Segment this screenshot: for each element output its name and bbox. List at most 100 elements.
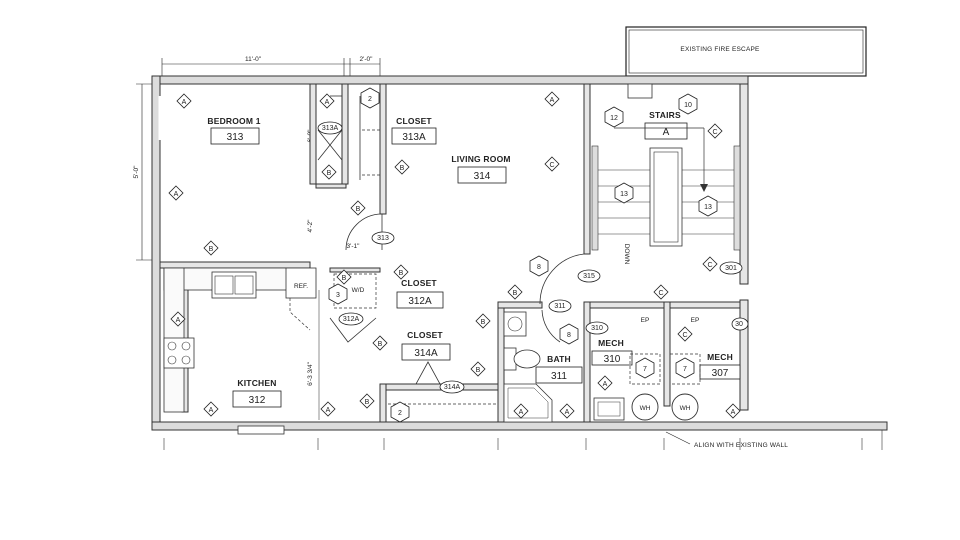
tag-c-1: C (544, 156, 560, 172)
tag-c-5: C (677, 326, 693, 342)
room-label-bedroom: BEDROOM 1 (207, 116, 260, 126)
ep-label-2: EP (691, 317, 700, 324)
svg-text:B: B (481, 319, 486, 326)
exterior-walls (151, 75, 888, 450)
room-number-bath: 311 (551, 371, 567, 382)
door-tag-30: 30 (735, 321, 743, 328)
align-note: ALIGN WITH EXISTING WALL (665, 431, 788, 449)
svg-text:B: B (513, 290, 518, 297)
door-tag-315: 315 (583, 273, 595, 280)
svg-text:A: A (565, 409, 570, 416)
tag-c-3: C (702, 256, 718, 272)
svg-text:B: B (327, 170, 332, 177)
door-tag-314a: 314A (444, 384, 461, 391)
tag-a-4: A (544, 91, 560, 107)
room-number-closet-312a: 312A (408, 296, 432, 307)
svg-text:C: C (549, 162, 554, 169)
tag-a-10: A (725, 403, 741, 419)
dimension-lines: 11'-0" 2'-0" 5'-0" 6'-0" 4'-2" 3'-1" 6'-… (133, 56, 381, 420)
closet-313a: CLOSET 313A (317, 95, 437, 180)
tag-b-8: B (507, 284, 523, 300)
tag-b-2: B (394, 159, 410, 175)
dim-5-0: 5'-0" (133, 165, 140, 179)
align-wall-note: ALIGN WITH EXISTING WALL (694, 442, 788, 449)
svg-text:C: C (707, 262, 712, 269)
hex-tag-12: 12 (610, 115, 618, 122)
svg-text:A: A (325, 99, 330, 106)
closet-314a: CLOSET 314A (388, 330, 496, 405)
washer-dryer-label: W/D (352, 287, 365, 294)
tag-c-4: C (653, 284, 669, 300)
dim-11-0: 11'-0" (245, 56, 262, 63)
stairs-a: STAIRS A DOWN (539, 110, 741, 305)
room-label-living: LIVING ROOM (451, 154, 510, 164)
hex-tag-7-a: 7 (643, 366, 647, 373)
tag-b-3: B (350, 200, 366, 216)
svg-text:A: A (209, 407, 214, 414)
svg-text:A: A (519, 409, 524, 416)
svg-text:A: A (176, 317, 181, 324)
room-label-closet-313a: CLOSET (396, 116, 432, 126)
tag-b-7: B (372, 335, 388, 351)
room-number-mech-310: 310 (604, 354, 621, 365)
svg-text:B: B (399, 270, 404, 277)
room-number-closet-314a: 314A (414, 348, 438, 359)
tag-b-6: B (336, 269, 352, 285)
svg-text:B: B (342, 275, 347, 282)
tag-a-5: A (170, 311, 186, 327)
stairs-down-label: DOWN (623, 244, 630, 265)
room-label-bath: BATH (547, 354, 571, 364)
living-room-314: LIVING ROOM 314 (345, 154, 510, 251)
tag-a-2: A (168, 185, 184, 201)
room-label-mech-310: MECH (598, 338, 624, 348)
svg-text:B: B (400, 165, 405, 172)
dim-4-2: 4'-2" (307, 219, 314, 233)
ep-label-1: EP (641, 317, 650, 324)
hex-tag-7-b: 7 (683, 366, 687, 373)
svg-text:B: B (365, 399, 370, 406)
room-number-stairs: A (663, 127, 670, 138)
door-tag-313a: 313A (322, 125, 339, 132)
room-label-closet-314a: CLOSET (407, 330, 443, 340)
svg-text:A: A (731, 409, 736, 416)
hex-tag-8-a: 8 (537, 264, 541, 271)
svg-text:A: A (182, 99, 187, 106)
room-label-kitchen: KITCHEN (237, 378, 276, 388)
room-number-living: 314 (474, 171, 491, 182)
dim-2-0: 2'-0" (360, 56, 374, 63)
bath-311: BATH 311 (503, 309, 583, 423)
svg-text:B: B (356, 206, 361, 213)
tag-a-3: A (319, 93, 335, 109)
svg-text:A: A (550, 97, 555, 104)
door-tag-310: 310 (591, 325, 603, 332)
mech-310: MECH 310 WH EP (591, 317, 661, 421)
hex-tag-13-a: 13 (620, 191, 628, 198)
svg-text:A: A (174, 191, 179, 198)
tag-b-1: B (203, 240, 219, 256)
hex-tags: 2 3 2 8 8 7 7 10 12 13 13 (328, 87, 718, 423)
svg-text:A: A (326, 407, 331, 414)
water-heater-label-1: WH (640, 405, 651, 412)
kitchen-312: REF. KITCHEN 312 (163, 267, 317, 413)
room-number-bedroom: 313 (227, 132, 244, 143)
mech-307: MECH 307 WH EP (669, 317, 741, 421)
svg-text:C: C (682, 332, 687, 339)
tag-a-11: A (513, 403, 529, 419)
tag-b-5: B (393, 264, 409, 280)
hex-tag-2-top: 2 (368, 96, 372, 103)
svg-text:B: B (209, 246, 214, 253)
bedroom-313: BEDROOM 1 313 (207, 116, 261, 145)
fire-escape: EXISTING FIRE ESCAPE (625, 26, 867, 77)
tag-b-4: B (321, 164, 337, 180)
room-label-closet-312a: CLOSET (401, 278, 437, 288)
hex-tag-8-b: 8 (567, 332, 571, 339)
svg-text:C: C (658, 290, 663, 297)
wall-type-tags: A A A A A A A A A A A B B B B B B B B B … (168, 91, 741, 419)
hex-tag-10: 10 (684, 102, 692, 109)
tag-a-1: A (176, 93, 192, 109)
room-number-closet-313a: 313A (402, 132, 426, 143)
fire-escape-label: EXISTING FIRE ESCAPE (680, 46, 760, 53)
door-tag-312a: 312A (343, 316, 360, 323)
door-tag-311: 311 (554, 303, 565, 310)
